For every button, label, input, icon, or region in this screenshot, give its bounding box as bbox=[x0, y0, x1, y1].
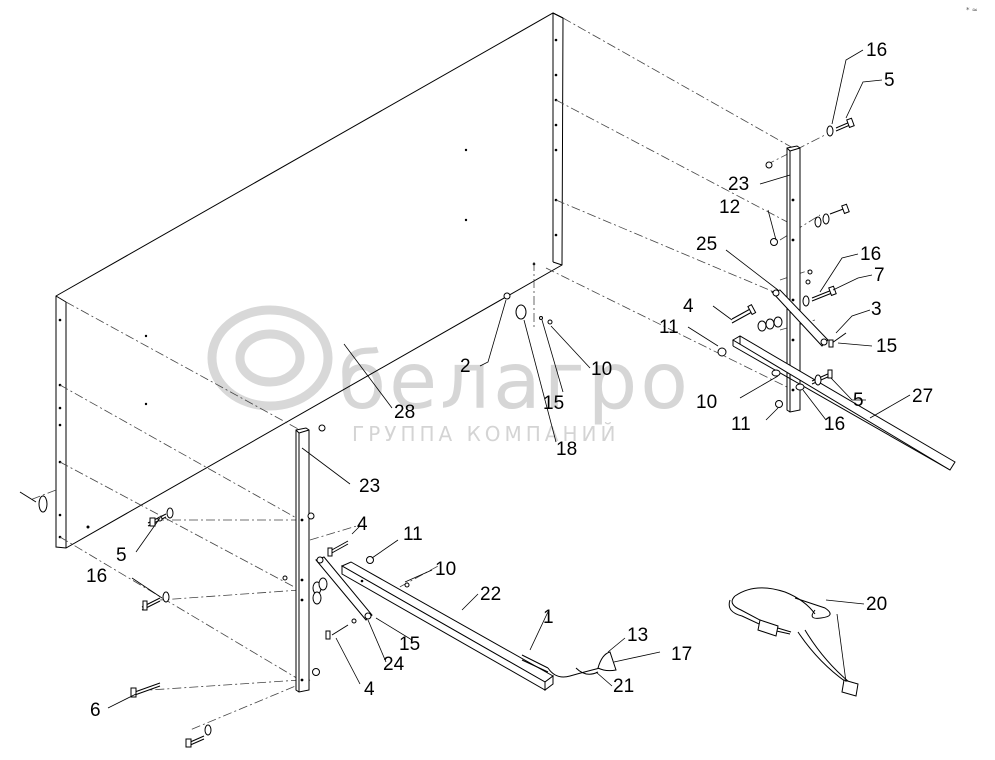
watermark-logo-icon bbox=[207, 305, 333, 411]
strap-assembly bbox=[728, 587, 859, 697]
callout-23-right: 23 bbox=[728, 174, 749, 195]
callout-4-left-bottom: 4 bbox=[364, 679, 375, 700]
callout-10-right: 10 bbox=[696, 392, 717, 413]
callout-labels: 16 5 23 12 25 16 7 4 3 11 15 2 10 10 5 2… bbox=[86, 40, 933, 721]
callout-18: 18 bbox=[556, 439, 577, 460]
callout-5-right: 5 bbox=[853, 390, 864, 411]
left-post bbox=[295, 427, 310, 693]
callout-10-panel: 10 bbox=[591, 359, 612, 380]
callout-27: 27 bbox=[912, 386, 933, 407]
projection-lines bbox=[29, 17, 826, 731]
callout-4-right: 4 bbox=[683, 296, 694, 317]
watermark: белагро ГРУППА КОМПАНИЙ bbox=[207, 305, 691, 446]
callout-16-mid: 16 bbox=[860, 244, 881, 265]
callout-16-left: 16 bbox=[86, 566, 107, 587]
callout-12: 12 bbox=[719, 197, 740, 218]
callout-7: 7 bbox=[874, 265, 885, 286]
callout-25: 25 bbox=[696, 234, 717, 255]
left-bar bbox=[340, 561, 554, 691]
callout-11-left: 11 bbox=[403, 524, 423, 545]
callout-11-right-bottom: 11 bbox=[731, 414, 751, 435]
callout-1: 1 bbox=[543, 607, 554, 628]
callout-4-left-top: 4 bbox=[357, 514, 368, 535]
callout-16-top: 16 bbox=[866, 40, 887, 61]
callout-22: 22 bbox=[480, 584, 501, 605]
callout-13: 13 bbox=[627, 625, 648, 646]
callout-15-panel: 15 bbox=[543, 393, 564, 414]
callout-24: 24 bbox=[383, 654, 405, 675]
callout-23-left: 23 bbox=[359, 476, 380, 497]
right-bar bbox=[732, 335, 956, 471]
callout-10-left: 10 bbox=[435, 559, 456, 580]
watermark-brand: белагро bbox=[338, 337, 691, 427]
callout-15-right: 15 bbox=[876, 336, 897, 357]
callout-6: 6 bbox=[90, 700, 101, 721]
leader-lines bbox=[107, 49, 911, 709]
callout-21: 21 bbox=[613, 676, 634, 697]
side-panel bbox=[55, 12, 564, 549]
callout-5-left: 5 bbox=[116, 545, 127, 566]
callout-16-right: 16 bbox=[824, 414, 845, 435]
spring-pin-assembly bbox=[521, 651, 617, 678]
callout-15-left: 15 bbox=[399, 634, 420, 655]
callout-17: 17 bbox=[671, 644, 692, 665]
callout-11-right-top: 11 bbox=[659, 317, 679, 338]
hardware bbox=[19, 117, 855, 748]
watermark-subtitle: ГРУППА КОМПАНИЙ bbox=[352, 422, 619, 446]
callout-28: 28 bbox=[394, 402, 415, 423]
callout-20: 20 bbox=[866, 594, 887, 615]
callout-5-top: 5 bbox=[884, 70, 895, 91]
callout-2: 2 bbox=[460, 356, 471, 377]
left-strut bbox=[315, 556, 373, 621]
callout-3: 3 bbox=[871, 299, 882, 320]
right-strut bbox=[771, 289, 829, 347]
corner-mark: * ≈ bbox=[966, 6, 978, 14]
